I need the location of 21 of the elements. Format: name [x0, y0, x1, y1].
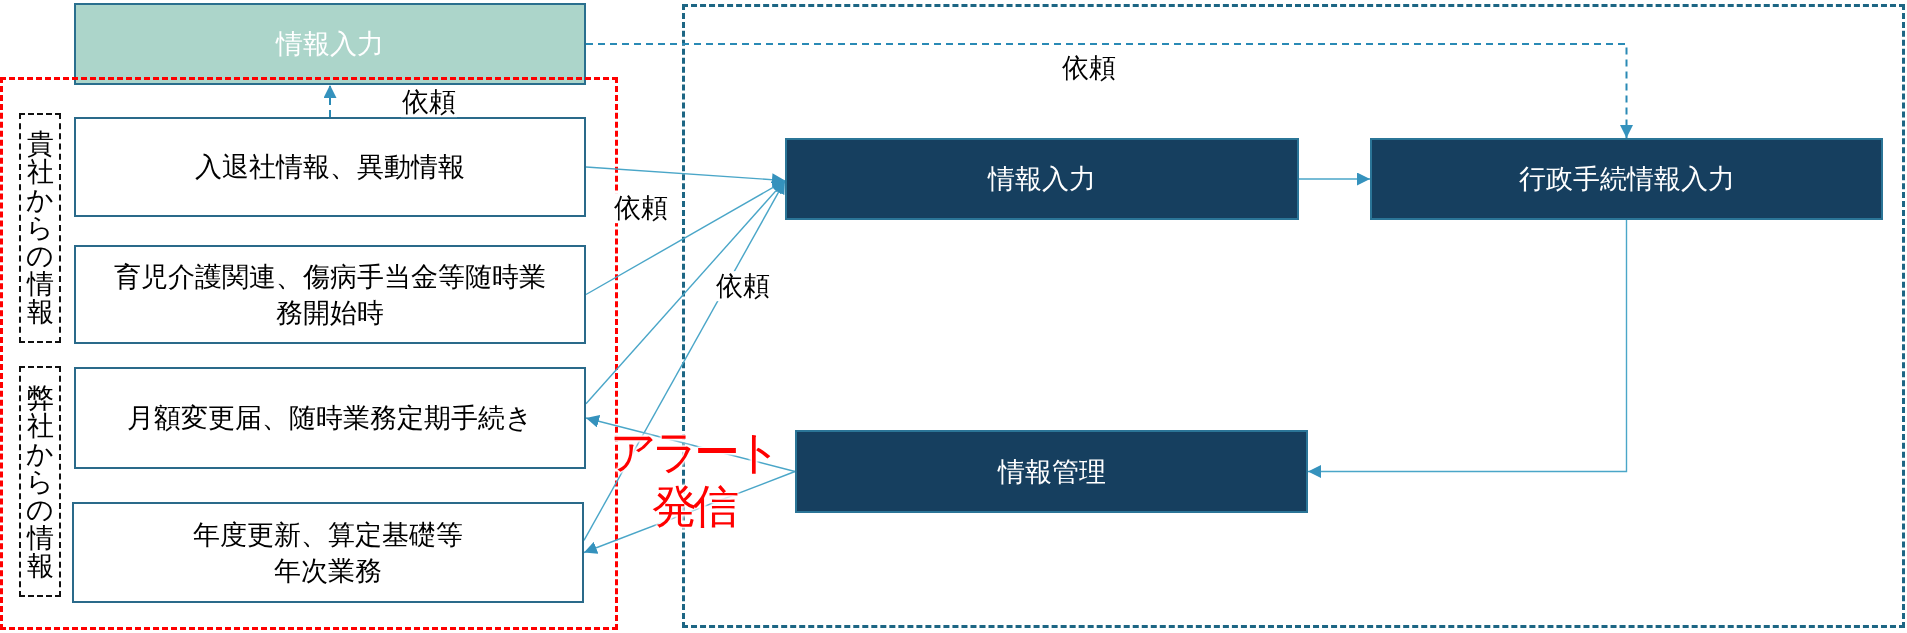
arrow — [323, 84, 337, 118]
dashed-label-box: 貴社からの情報 — [19, 113, 61, 343]
process-box: 情報管理 — [795, 430, 1308, 513]
edge-label: 依頼 — [401, 87, 457, 117]
dashed-label-box: 弊社からの情報 — [19, 366, 61, 597]
edge-label: 依頼 — [715, 271, 771, 301]
edge-label: 依頼 — [613, 193, 669, 223]
process-box: 月額変更届、随時業務定期手続き — [74, 367, 586, 469]
process-box: 行政手続情報入力 — [1370, 138, 1883, 220]
process-box: 情報入力 — [74, 3, 586, 85]
process-box: 年度更新、算定基礎等年次業務 — [72, 502, 584, 603]
arrow — [585, 166, 786, 187]
process-box: 育児介護関連、傷病手当金等随時業務開始時 — [74, 245, 586, 344]
arrow — [1298, 172, 1371, 186]
process-box: 情報入力 — [785, 138, 1299, 220]
arrow — [585, 179, 786, 296]
arrow — [1307, 219, 1628, 478]
edge-label: 依頼 — [1061, 53, 1117, 83]
arrow — [583, 470, 796, 554]
arrow — [585, 43, 1633, 139]
process-box: 入退社情報、異動情報 — [74, 117, 586, 217]
